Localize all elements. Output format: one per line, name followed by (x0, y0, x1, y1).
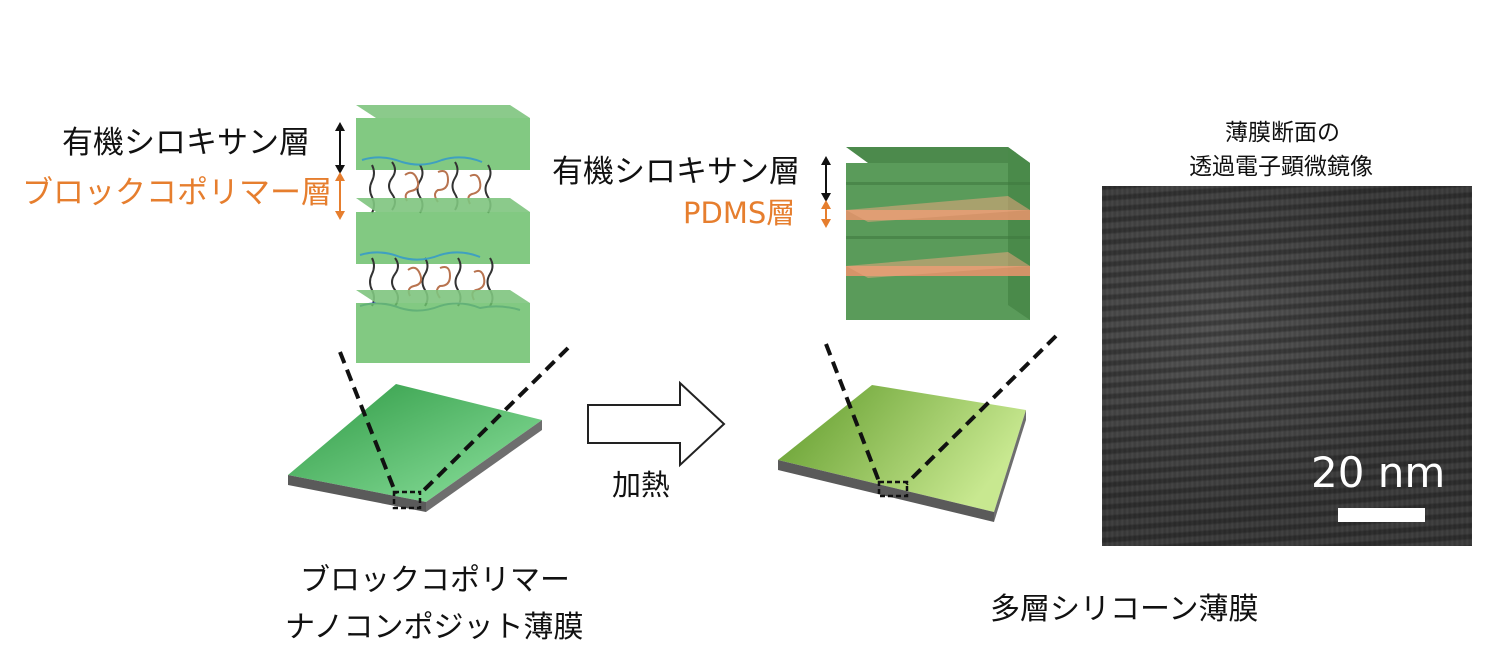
scale-bar-label: 20 nm (1311, 448, 1446, 497)
tem-micrograph (1102, 186, 1472, 546)
siloxane-block-top (356, 105, 530, 170)
right-substrate-film (778, 385, 1026, 522)
pdms-band-2 (846, 252, 1030, 278)
scale-bar (1338, 508, 1425, 522)
right-caption: 多層シリコーン薄膜 (990, 592, 1259, 627)
siloxane-block-bottom (356, 290, 530, 363)
right-zoom-lines (824, 334, 1058, 486)
left-caption-line1: ブロックコポリマー (300, 563, 570, 598)
right-organosiloxane-label: 有機シロキサン層 (552, 154, 800, 190)
left-substrate-film (288, 384, 542, 512)
left-organosiloxane-label: 有機シロキサン層 (62, 125, 310, 161)
right-pdms-label: PDMS層 (683, 196, 796, 230)
heating-label: 加熱 (612, 468, 671, 502)
pdms-band-1 (846, 196, 1030, 222)
left-thickness-arrows (335, 122, 345, 220)
siloxane-block-middle (356, 198, 530, 264)
heating-arrow (587, 380, 726, 468)
tem-title-line1: 薄膜断面の (1225, 120, 1340, 146)
left-caption-line2: ナノコンポジット薄膜 (285, 610, 584, 645)
left-block-copolymer-label: ブロックコポリマー層 (22, 175, 332, 211)
left-block-stack (356, 105, 530, 363)
left-zoom-lines (338, 346, 570, 496)
right-multilayer-block (846, 147, 1030, 320)
right-thickness-arrows (821, 156, 831, 228)
tem-title-line2: 透過電子顕微鏡像 (1189, 154, 1373, 180)
